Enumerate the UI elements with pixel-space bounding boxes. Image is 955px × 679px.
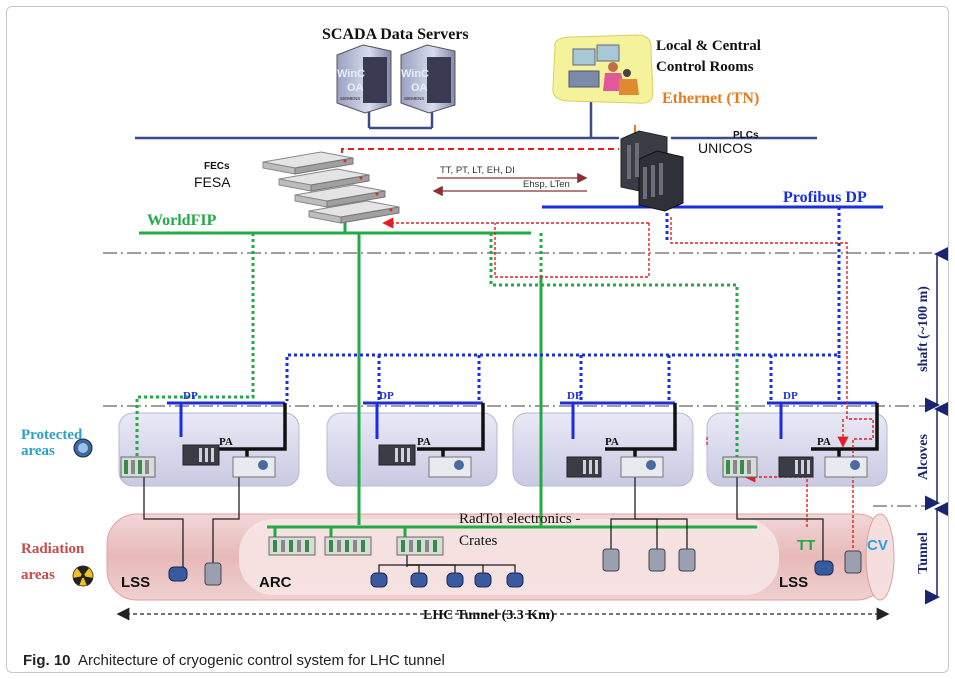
label-fesa: FESA: [194, 174, 231, 190]
label-worldfip: WorldFIP: [147, 212, 217, 229]
label-ethernet: Ethernet (TN): [662, 90, 759, 107]
ethernet-bus: [135, 101, 817, 140]
label-radtol-2: Crates: [459, 533, 497, 549]
red-signal-routes: [382, 217, 874, 549]
label-plcs: PLCs: [733, 130, 759, 141]
label-control-rooms-1: Local & Central: [656, 38, 761, 54]
label-dp-2: DP: [379, 390, 394, 402]
label-lss-right: LSS: [779, 574, 808, 591]
profibus-dotted-links: [285, 207, 841, 401]
signals-to-plc: TT, PT, LT, EH, DI: [440, 165, 515, 176]
alcove-pa-devices: [232, 456, 868, 478]
label-dp-3: DP: [567, 390, 582, 402]
control-room-picture: [552, 34, 654, 104]
architecture-diagram: shaft (~100 m) Alcoves Tunnel TT, PT, LT…: [21, 26, 948, 623]
dp-pa-lines: [167, 401, 879, 459]
label-radtol-1: RadTol electronics -: [459, 511, 580, 527]
alcove-crate-1: [120, 456, 156, 478]
fec-plc-link: [341, 148, 619, 153]
scada-server-2: WinC OA SIEMENS: [400, 44, 456, 114]
label-lhc-tunnel: LHC Tunnel (3.3 Km): [423, 608, 555, 623]
label-unicos: UNICOS: [698, 140, 752, 156]
tunnel-sensors: [168, 560, 834, 588]
label-pa-3: PA: [605, 436, 619, 448]
alcove-pa-device-details: [258, 460, 860, 470]
worldfip-bus: [139, 219, 757, 537]
svg-text:SIEMENS: SIEMENS: [404, 96, 424, 101]
fec-stack: [262, 151, 400, 224]
label-control-rooms-2: Control Rooms: [656, 59, 754, 75]
plc-unit: [620, 130, 684, 212]
svg-text:WinC: WinC: [337, 68, 365, 80]
label-radiation-2: areas: [21, 567, 55, 583]
figure-frame: shaft (~100 m) Alcoves Tunnel TT, PT, LT…: [6, 6, 949, 673]
label-pa-2: PA: [417, 436, 431, 448]
svg-text:SIEMENS: SIEMENS: [340, 96, 360, 101]
caption-text: Architecture of cryogenic control system…: [78, 652, 445, 669]
label-scada: SCADA Data Servers: [322, 26, 469, 43]
tunnel-valves: [204, 548, 862, 586]
svg-text:OA: OA: [411, 82, 428, 94]
scada-server-1: WinC OA SIEMENS: [336, 44, 392, 114]
label-dp-1: DP: [183, 390, 198, 402]
label-lss-left: LSS: [121, 574, 150, 591]
alcove-plc-module-slots: [199, 448, 810, 474]
svg-text:WinC: WinC: [401, 68, 429, 80]
caption-figure-number: Fig. 10: [23, 652, 71, 669]
label-protected-2: areas: [21, 443, 55, 459]
label-radiation-1: Radiation: [21, 541, 85, 557]
label-protected-1: Protected: [21, 427, 83, 443]
radiation-icon: [72, 565, 94, 587]
label-alcoves: Alcoves: [916, 434, 931, 480]
signals-from-plc: Ehsp, LTen: [523, 179, 570, 190]
alcove-crate-4: [722, 456, 758, 478]
label-pa-4: PA: [817, 436, 831, 448]
label-pa-1: PA: [219, 436, 233, 448]
label-tt: TT: [797, 537, 815, 554]
label-fecs: FECs: [204, 161, 230, 172]
label-dp-4: DP: [783, 390, 798, 402]
svg-text:OA: OA: [347, 82, 364, 94]
protected-areas-icon: [73, 438, 93, 458]
label-tunnel: Tunnel: [916, 532, 931, 574]
field-cables: [143, 475, 824, 573]
label-cv: CV: [867, 537, 888, 554]
figure-caption: Fig. 10 Architecture of cryogenic contro…: [23, 652, 445, 669]
label-arc: ARC: [259, 574, 292, 591]
worldfip-dotted-links: [135, 233, 739, 459]
label-profibus: Profibus DP: [783, 189, 867, 206]
label-shaft: shaft (~100 m): [916, 286, 931, 372]
tunnel-crate-slots: [273, 540, 437, 552]
